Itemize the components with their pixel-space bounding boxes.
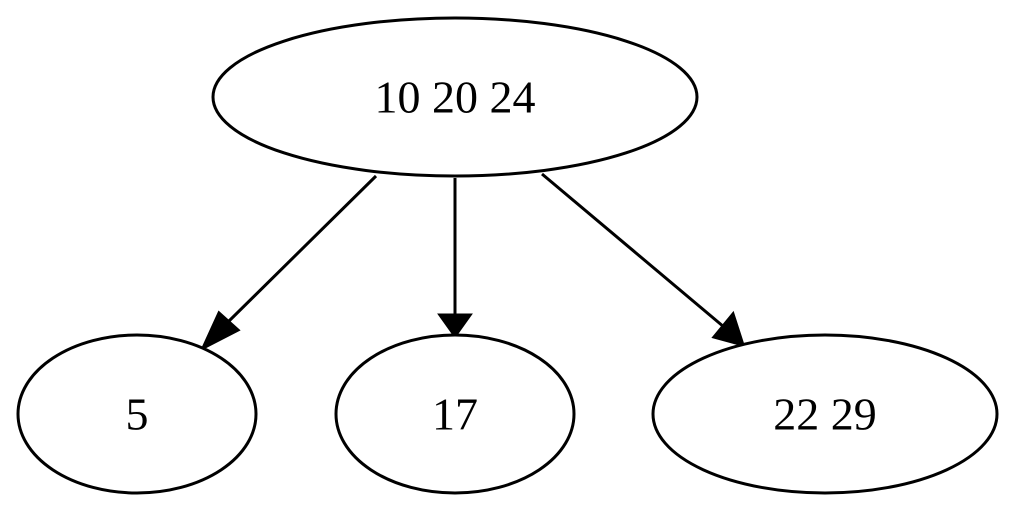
tree-node-child-2: 17 bbox=[334, 333, 576, 495]
node-label-child-1: 5 bbox=[126, 389, 149, 440]
node-label-child-2: 17 bbox=[432, 389, 478, 440]
edge-root-to-child-3 bbox=[541, 172, 746, 348]
edge-root-to-child-1 bbox=[199, 174, 378, 352]
tree-node-root: 10 20 24 bbox=[211, 16, 699, 178]
edge-root-to-child-2 bbox=[437, 178, 473, 339]
node-label-root: 10 20 24 bbox=[375, 72, 536, 123]
tree-node-child-1: 5 bbox=[16, 333, 258, 495]
tree-node-child-3: 22 29 bbox=[651, 333, 999, 495]
node-label-child-3: 22 29 bbox=[773, 389, 877, 440]
